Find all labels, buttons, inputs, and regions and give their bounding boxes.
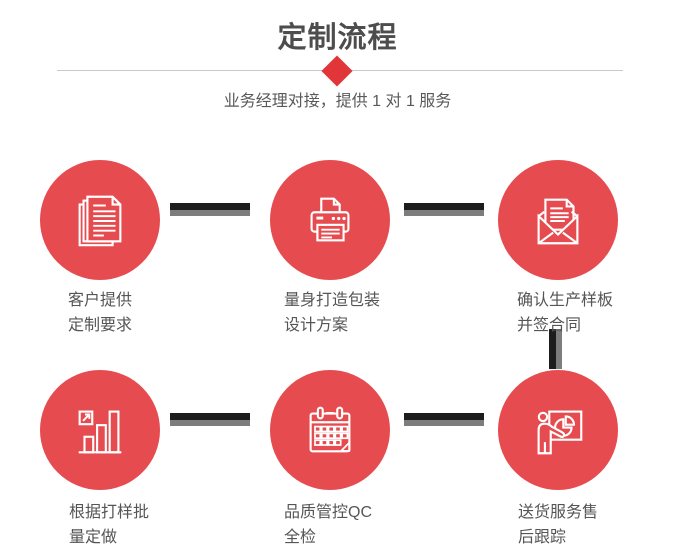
- bar-chart-icon: [78, 410, 122, 454]
- documents-icon: [78, 195, 122, 247]
- step-label-line2: 量定做: [69, 529, 118, 546]
- step-label-line1: 客户提供: [68, 292, 133, 309]
- step-label-line2: 后跟踪: [518, 529, 567, 546]
- connector-step5-step6: [404, 413, 484, 426]
- diamond-accent-icon: [321, 55, 353, 87]
- step-caption-2: 量身打造包装 设计方案: [284, 288, 380, 338]
- step-circle-5: [270, 370, 390, 490]
- step-circle-3: [498, 160, 618, 280]
- step-label-line2: 定制要求: [68, 317, 133, 334]
- envelope-icon: [537, 198, 579, 245]
- step-circle-4: [40, 370, 160, 490]
- step-label-line1: 送货服务售: [518, 504, 599, 521]
- step-label-line1: 确认生产样板: [517, 292, 614, 309]
- step-caption-6: 送货服务售 后跟踪: [518, 500, 598, 550]
- step-circle-2: [270, 160, 390, 280]
- step-label-line1: 品质管控QC: [284, 504, 373, 521]
- printer-icon: [310, 197, 350, 242]
- step-caption-4: 根据打样批 量定做: [69, 500, 149, 550]
- step-circle-6: [498, 370, 618, 490]
- connector-step2-step3: [404, 203, 484, 216]
- connector-step3-step6: [549, 329, 562, 369]
- calendar-icon: [309, 406, 351, 453]
- step-circle-1: [40, 160, 160, 280]
- step-caption-3: 确认生产样板 并签合同: [517, 288, 613, 338]
- step-label-line2: 设计方案: [284, 317, 349, 334]
- connector-step1-step2: [170, 203, 250, 216]
- step-caption-5: 品质管控QC 全检: [284, 500, 372, 550]
- step-label-line1: 根据打样批: [69, 504, 150, 521]
- subtitle: 业务经理对接，提供 1 对 1 服务: [223, 93, 452, 110]
- step-caption-1: 客户提供 定制要求: [68, 288, 132, 338]
- page-title: 定制流程: [277, 22, 398, 54]
- step-label-line2: 全检: [284, 529, 317, 546]
- connector-step4-step5: [170, 413, 250, 426]
- step-label-line2: 并签合同: [517, 317, 582, 334]
- step-label-line1: 量身打造包装: [284, 292, 381, 309]
- presentation-icon: [537, 410, 583, 455]
